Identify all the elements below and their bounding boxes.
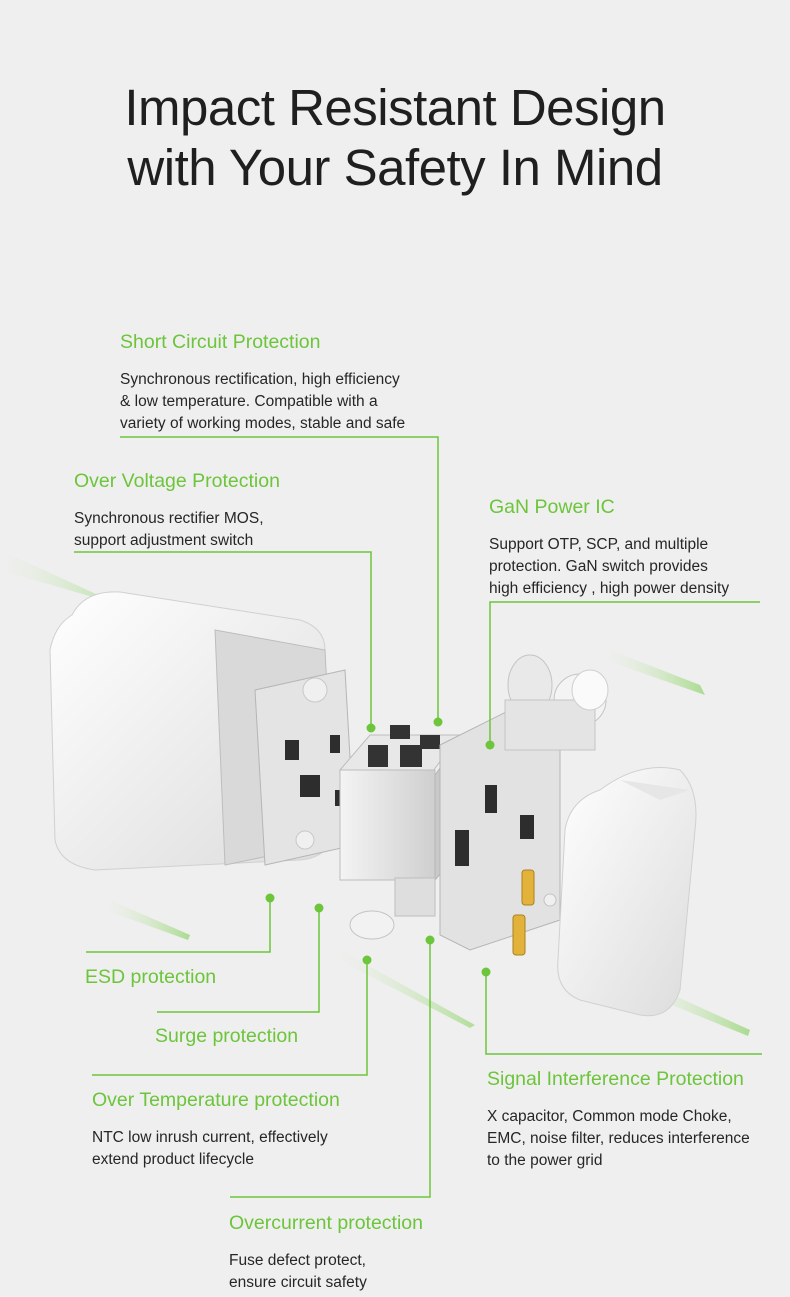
signal-desc-line-2: EMC, noise filter, reduces interference bbox=[487, 1130, 750, 1147]
short-circuit-title: Short Circuit Protection bbox=[120, 331, 321, 353]
gan-power-ic-title: GaN Power IC bbox=[489, 496, 615, 518]
short-circuit-desc-line-1: Synchronous rectification, high efficien… bbox=[120, 371, 400, 388]
over-temp-desc-line-2: extend product lifecycle bbox=[92, 1151, 254, 1168]
gan-desc-line-2: protection. GaN switch provides bbox=[489, 558, 708, 575]
gan-desc-line-3: high efficiency , high power density bbox=[489, 580, 730, 597]
capacitor-cylinders bbox=[504, 654, 609, 751]
esd-protection-title: ESD protection bbox=[85, 966, 217, 988]
signal-desc-line-3: to the power grid bbox=[487, 1152, 603, 1169]
page-title: Impact Resistant Design with Your Safety… bbox=[0, 78, 790, 198]
signal-interference-description: X capacitor, Common mode Choke, EMC, noi… bbox=[487, 1106, 750, 1172]
overcurrent-desc-line-2: ensure circuit safety bbox=[229, 1274, 367, 1291]
over-temperature-title: Over Temperature protection bbox=[92, 1089, 340, 1111]
over-voltage-desc-line-1: Synchronous rectifier MOS, bbox=[74, 510, 264, 527]
over-voltage-desc-line-2: support adjustment switch bbox=[74, 532, 254, 549]
signal-interference-title: Signal Interference Protection bbox=[487, 1068, 744, 1090]
callout-lines bbox=[74, 436, 762, 1198]
over-voltage-description: Synchronous rectifier MOS, support adjus… bbox=[74, 508, 264, 552]
charger-front-faceplate bbox=[557, 767, 697, 1017]
gan-power-ic-description: Support OTP, SCP, and multiple protectio… bbox=[489, 534, 729, 600]
gan-desc-line-1: Support OTP, SCP, and multiple bbox=[489, 536, 709, 553]
overcurrent-description: Fuse defect protect, ensure circuit safe… bbox=[229, 1250, 367, 1294]
overcurrent-title: Overcurrent protection bbox=[229, 1212, 424, 1234]
title-line-2: with Your Safety In Mind bbox=[127, 139, 663, 196]
callout-dots bbox=[265, 717, 495, 977]
signal-desc-line-1: X capacitor, Common mode Choke, bbox=[487, 1108, 732, 1125]
short-circuit-desc-line-3: variety of working modes, stable and saf… bbox=[120, 415, 406, 432]
over-voltage-title: Over Voltage Protection bbox=[74, 470, 280, 492]
short-circuit-description: Synchronous rectification, high efficien… bbox=[120, 369, 405, 435]
title-line-1: Impact Resistant Design bbox=[124, 79, 666, 136]
over-temperature-description: NTC low inrush current, effectively exte… bbox=[92, 1127, 328, 1171]
short-circuit-desc-line-2: & low temperature. Compatible with a bbox=[120, 393, 378, 410]
overcurrent-desc-line-1: Fuse defect protect, bbox=[229, 1252, 366, 1269]
over-temp-desc-line-1: NTC low inrush current, effectively bbox=[92, 1129, 328, 1146]
surge-protection-title: Surge protection bbox=[155, 1025, 299, 1047]
